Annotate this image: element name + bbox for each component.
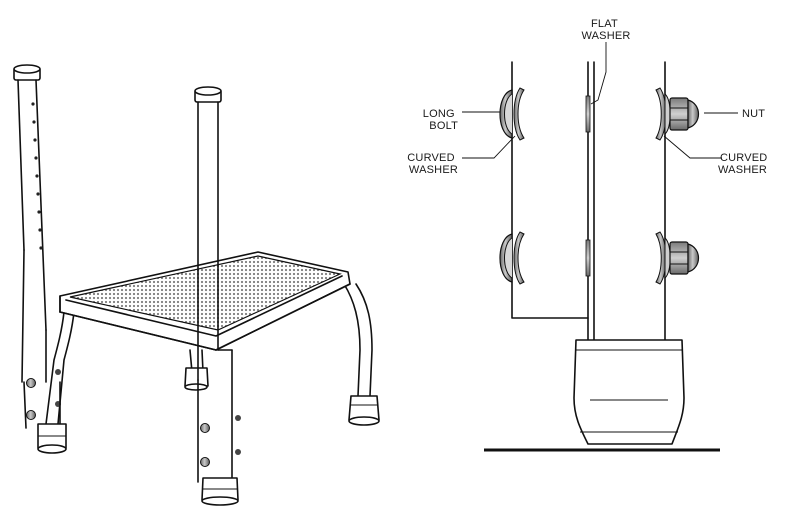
- nut-lower: [655, 231, 700, 285]
- leader-curved-washer-right: [663, 135, 722, 159]
- flat-washer-upper: [585, 95, 591, 133]
- hardware-detail-illustration: FLAT WASHER LONG BOLT CURVED WASHER NUT …: [407, 18, 771, 452]
- leader-curved-washer-left: [462, 135, 516, 159]
- detail-rubber-foot: [573, 339, 685, 445]
- flat-washer-lower: [585, 239, 591, 277]
- long-bolt-lower: [499, 231, 525, 285]
- leader-flat-washer: [590, 42, 607, 105]
- mesh-step-surface: [69, 255, 342, 331]
- label-long-bolt: LONG BOLT: [423, 108, 458, 132]
- label-curved-washer-left: CURVED WASHER: [407, 152, 458, 176]
- long-bolt-upper: [499, 87, 525, 141]
- left-handle-post: [13, 64, 67, 454]
- rubber-foot-front-left: [184, 367, 209, 391]
- rubber-foot-back-right: [348, 395, 380, 426]
- label-nut: NUT: [742, 108, 765, 120]
- nut-upper: [655, 87, 700, 141]
- step-stool-illustration: [13, 64, 380, 506]
- label-flat-washer: FLAT WASHER: [581, 18, 630, 42]
- label-curved-washer-right: CURVED WASHER: [718, 152, 771, 176]
- right-handle-post: [194, 86, 241, 506]
